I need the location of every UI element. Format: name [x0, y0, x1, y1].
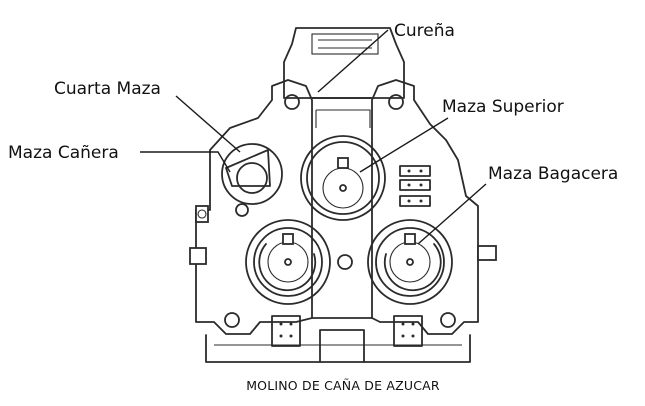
- label-cuarta-maza: Cuarta Maza: [54, 79, 161, 99]
- lower-left-roller: [245, 219, 331, 305]
- maza-canera-roller: [221, 143, 283, 217]
- maza-bagacera-roller: [367, 219, 453, 305]
- leader-cuarta-maza: [175, 95, 241, 153]
- shafts: [189, 205, 497, 265]
- base-bolt-plates: [271, 315, 423, 347]
- mounting-holes: [224, 94, 456, 328]
- mill-frame: [195, 27, 479, 363]
- label-curena: Cureña: [394, 21, 455, 41]
- leader-curena: [317, 29, 389, 93]
- leader-maza-canera: [140, 151, 231, 173]
- label-maza-superior: Maza Superior: [442, 97, 564, 117]
- center-bolt: [337, 254, 353, 270]
- maza-superior-roller: [300, 109, 386, 221]
- label-maza-bagacera: Maza Bagacera: [488, 164, 618, 184]
- right-side-plates: [399, 165, 431, 207]
- diagram-caption: MOLINO DE CAÑA DE AZUCAR: [246, 378, 440, 393]
- leader-maza-bagacera: [417, 183, 487, 245]
- label-maza-canera: Maza Cañera: [8, 143, 119, 163]
- leader-maza-superior: [359, 117, 449, 173]
